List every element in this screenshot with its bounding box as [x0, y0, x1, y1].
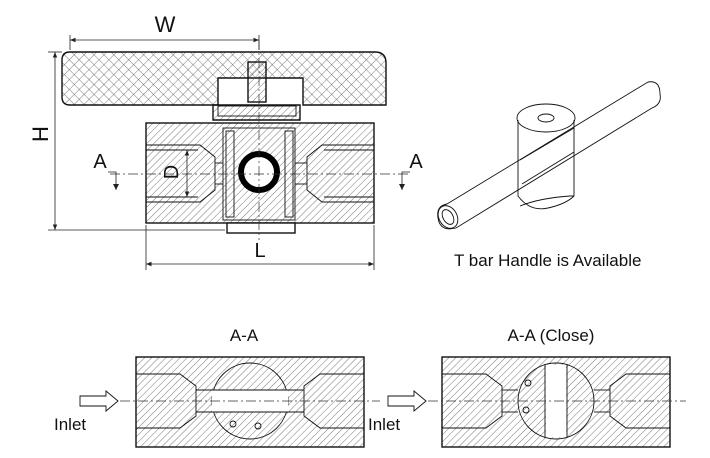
handle-note: T bar Handle is Available [454, 251, 641, 270]
inlet-arrow-1: Inlet [54, 390, 119, 434]
section-marker-left: A [93, 151, 119, 190]
label-a-right: A [409, 151, 423, 173]
valve-body [145, 122, 375, 224]
section-open-view: A-A [120, 326, 380, 448]
inlet-label-2: Inlet [368, 415, 400, 434]
dimension-w: W [69, 12, 260, 50]
bonnet [212, 104, 301, 121]
section-close-title: A-A (Close) [508, 326, 595, 345]
dimension-l: L [145, 225, 375, 270]
inlet-label-1: Inlet [54, 415, 86, 434]
label-d: D [161, 165, 183, 179]
handle [61, 51, 387, 106]
bottom-cap [226, 222, 296, 234]
main-valve-view [61, 40, 410, 240]
section-close-view: A-A (Close) [428, 326, 686, 448]
stem [247, 61, 267, 103]
label-a-left: A [93, 151, 107, 173]
dimension-d: D [161, 150, 190, 197]
section-marker-right: A [399, 151, 423, 190]
t-bar-handle-illustration [437, 81, 661, 230]
inlet-arrow-2: Inlet [368, 390, 427, 434]
dimension-h: H [28, 51, 225, 231]
section-open-title: A-A [230, 326, 259, 345]
label-l: L [254, 240, 265, 262]
label-h: H [28, 126, 53, 142]
label-w: W [155, 12, 176, 37]
